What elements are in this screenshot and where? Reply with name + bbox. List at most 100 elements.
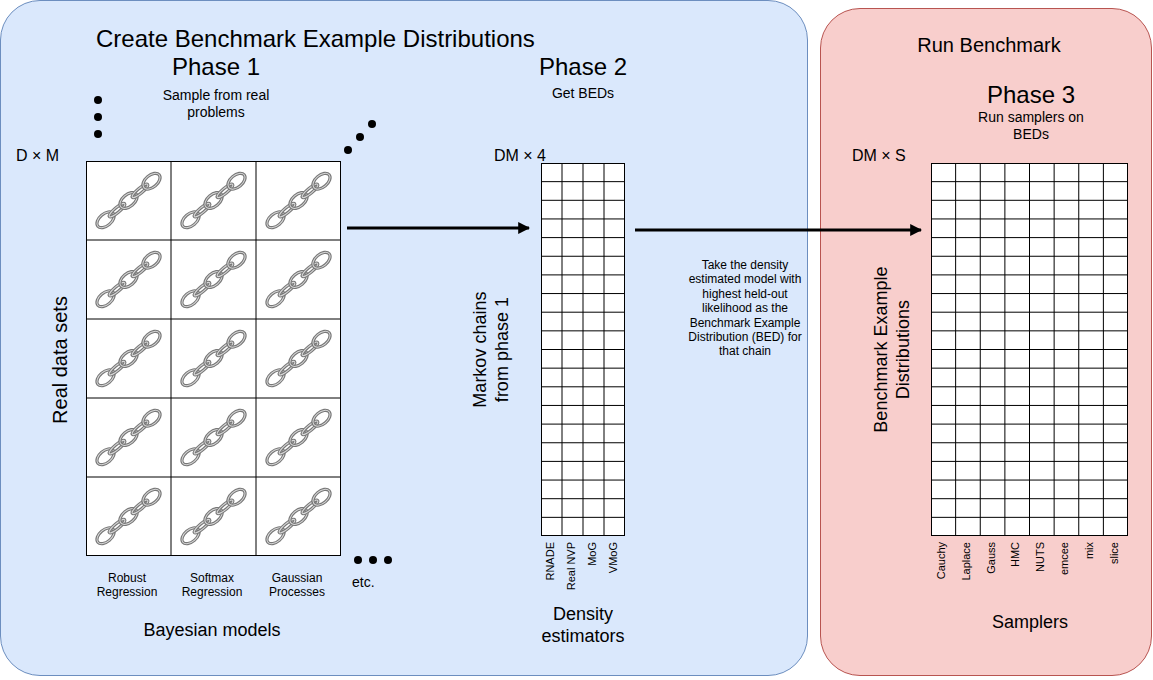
grid-border [932,164,1128,536]
axis-title: Bayesian models [102,620,322,642]
grid-line [86,477,341,478]
grid-line [931,517,1128,518]
grid-line [541,274,625,275]
dot [369,556,377,564]
flow-arrow [347,227,529,230]
chain-icon [94,328,163,389]
dimension-label: D × M [16,146,59,165]
grid-line [541,498,625,499]
chain-link [216,341,235,358]
grid-line [86,240,341,241]
chain-link-shine [310,328,333,350]
chain-link-shine [310,486,333,508]
chain-grid: Phase 1Sample from real problems [86,161,341,556]
chain-link-shine [216,262,235,279]
phase-heading: Phase 1 [116,53,316,82]
chain-link-shine [193,518,212,535]
grid-line [86,319,341,320]
chain-link [131,341,150,358]
grid-line [931,274,1128,275]
grid-line [541,405,625,406]
chain-link [108,281,127,298]
chain-link [131,420,150,437]
estimator-label: Real NVP [565,542,578,590]
chain-link-shine [131,341,150,358]
sampler-label: Gauss [985,542,998,574]
dot [94,130,102,138]
dimension-label: DM × 4 [494,146,546,165]
chain-link-shine [278,281,297,298]
chain-link [140,249,163,271]
dot [384,556,392,564]
chain-link [193,518,212,535]
chain-link [108,202,127,219]
dot [368,120,376,128]
chain-link-shine [225,486,248,508]
axis-label: Markov chains from phase 1 [470,280,513,420]
grid-line [541,386,625,387]
grid-line [931,293,1128,294]
dot [94,96,102,104]
chain-link-shine [301,183,320,200]
grid-line [541,480,625,481]
chain-link [301,183,320,200]
grid-table [86,161,341,556]
chain-link-shine [310,407,333,429]
phase-panel: Run BenchmarkPhase 3Run samplers on BEDs [820,8,1152,676]
grid-table [931,163,1128,536]
chain-link [140,407,163,429]
chain-link-shine [131,262,150,279]
chain-link-shine [301,262,320,279]
estimator-label: VMoG [607,542,620,573]
sampler-grid: Phase 3Run samplers on BEDs [931,163,1128,536]
chain-icon [264,170,333,231]
model-label: Softmax Regression [170,571,254,600]
chain-link-shine [301,420,320,437]
grid-border [87,162,341,556]
chain-link [310,249,333,271]
chain-link [193,202,212,219]
dot [354,556,362,564]
dot [94,113,102,121]
chain-link [310,170,333,192]
sampler-label: NUTS [1034,542,1047,572]
sampler-label: mix [1083,542,1096,559]
axis-title: Density estimators [528,604,638,647]
chain-icon [179,249,248,310]
chain-link-shine [310,170,333,192]
phase-heading: Run Benchmark [869,33,1109,57]
chain-link [216,499,235,516]
grid-line [931,461,1128,462]
chain-link-shine [216,183,235,200]
chain-link-shine [193,439,212,456]
chain-link [193,439,212,456]
chain-link-shine [193,281,212,298]
grid-line [541,293,625,294]
axis-label: Real data sets [48,260,72,460]
chain-link [278,281,297,298]
chain-link [301,420,320,437]
chain-link [131,499,150,516]
chain-link [131,262,150,279]
chain-link-shine [108,439,127,456]
chain-icon [264,249,333,310]
grid-line [541,200,625,201]
phase-subtitle: Sample from real problems [156,87,276,121]
chain-link-shine [108,518,127,535]
chain-link-shine [278,202,297,219]
chain-link [108,360,127,377]
chain-link [301,341,320,358]
chain-link-shine [278,439,297,456]
phase-heading: Phase 2 [483,53,683,82]
grid-line [931,349,1128,350]
chain-link-shine [301,341,320,358]
grid-line [171,161,172,556]
chain-link [193,360,212,377]
grid-line [541,442,625,443]
chain-link [216,183,235,200]
grid-line [931,330,1128,331]
chain-link [225,328,248,350]
chain-link-shine [108,202,127,219]
grid-line [541,461,625,462]
chain-link [310,328,333,350]
